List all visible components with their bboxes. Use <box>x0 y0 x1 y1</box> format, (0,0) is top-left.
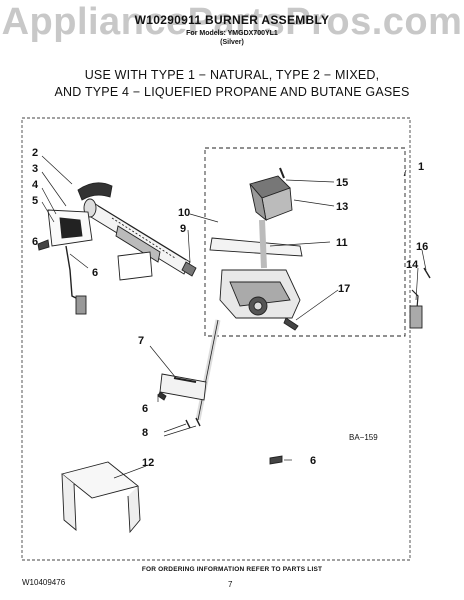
gas-valve <box>209 237 303 319</box>
valve-subassembly-box <box>204 147 406 337</box>
bracket-screw-a <box>185 419 191 429</box>
callout-11: 11 <box>336 237 348 249</box>
gas-type-heading-2: AND TYPE 4 − LIQUEFIED PROPANE AND BUTAN… <box>54 85 410 99</box>
callout-14: 14 <box>406 259 419 271</box>
diagram-code: BA−159 <box>349 433 378 442</box>
callout-5: 5 <box>32 195 38 207</box>
callout-6-left: 6 <box>32 236 38 248</box>
callout-13: 13 <box>336 201 348 213</box>
burner-base-bracket <box>61 461 141 534</box>
callout-6-bracket: 6 <box>142 403 148 415</box>
bracket-screw-b <box>195 417 201 427</box>
assembly-frame <box>21 117 411 561</box>
color-line: (Silver) <box>220 39 244 46</box>
ordering-note: FOR ORDERING INFORMATION REFER TO PARTS … <box>141 566 323 573</box>
callout-16: 16 <box>416 241 428 253</box>
screw-left <box>37 239 50 251</box>
document-number: W10409476 <box>22 578 66 587</box>
callout-10: 10 <box>178 207 190 219</box>
flame-sensor <box>409 267 431 329</box>
callout-2: 2 <box>32 147 38 159</box>
page-title: W10290911 BURNER ASSEMBLY <box>134 13 330 27</box>
igniter-bracket <box>47 209 93 315</box>
callout-12: 12 <box>142 457 154 469</box>
callout-3: 3 <box>32 163 38 175</box>
callout-17: 17 <box>338 283 350 295</box>
bracket-screw <box>157 391 167 401</box>
callout-6-center: 6 <box>92 267 98 279</box>
callout-7: 7 <box>138 335 144 347</box>
callout-15: 15 <box>336 177 348 189</box>
leader-lines <box>41 155 427 479</box>
burner-tube <box>77 182 191 275</box>
gas-type-heading-1: USE WITH TYPE 1 − NATURAL, TYPE 2 − MIXE… <box>84 68 380 82</box>
valve-screw <box>283 317 299 331</box>
watermark: AppliancePartsPros.com <box>1 1 463 43</box>
callout-9: 9 <box>180 223 186 235</box>
manifold-bracket <box>159 373 207 401</box>
model-line: For Models: YMGDX700YL1 <box>186 30 278 37</box>
callout-6-lower: 6 <box>310 455 316 467</box>
screw-lower <box>269 455 283 465</box>
callout-8: 8 <box>142 427 148 439</box>
orifice <box>181 261 197 277</box>
page-number: 7 <box>228 580 233 589</box>
sensor-plate <box>117 251 153 281</box>
model-subtitle: For Models: YMGDX700YL1 (Silver) <box>0 29 464 47</box>
valve-coil <box>249 167 293 269</box>
callout-4: 4 <box>32 179 39 191</box>
callout-1: 1 <box>418 161 424 173</box>
